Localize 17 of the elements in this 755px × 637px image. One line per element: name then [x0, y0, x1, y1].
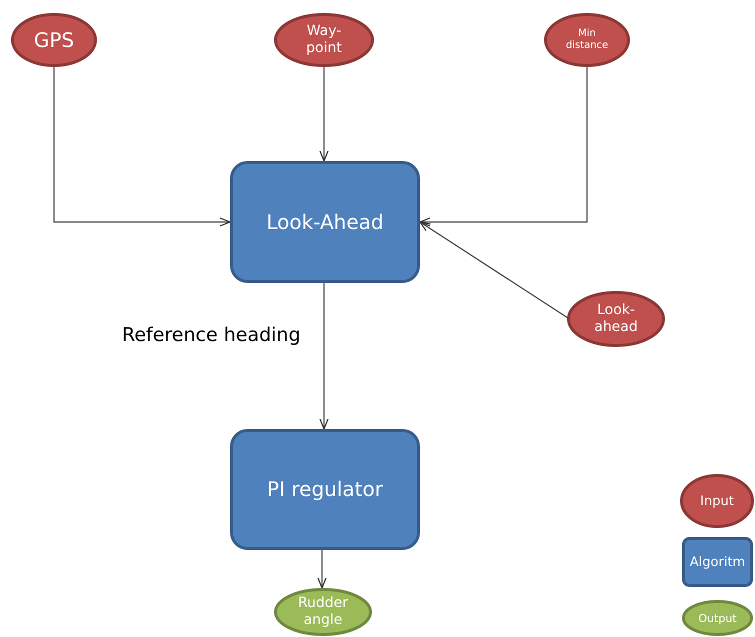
edge-label: Reference heading	[122, 324, 301, 346]
process-box: Look-Ahead	[230, 161, 420, 283]
arrow	[317, 550, 327, 589]
arrow	[419, 221, 568, 318]
arrow	[419, 67, 588, 227]
arrow	[53, 67, 231, 227]
output-ellipse: Rudder angle	[274, 588, 372, 636]
process-box: PI regulator	[230, 429, 420, 550]
arrow	[319, 283, 329, 430]
legend-label: Output	[698, 612, 737, 624]
input-ellipse: Look-ahead	[567, 291, 665, 347]
input-ellipse: Way-point	[274, 13, 374, 67]
legend-label: Input	[700, 494, 734, 508]
input-ellipse: Min distance	[544, 13, 630, 67]
input-ellipse: GPS	[11, 13, 97, 67]
arrow	[319, 67, 329, 162]
legend-label: Algoritm	[690, 554, 746, 570]
